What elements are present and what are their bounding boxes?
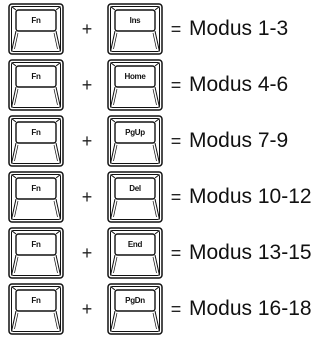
end-key: End <box>107 227 163 279</box>
keycap-outline <box>8 283 64 335</box>
end-key-label: End <box>127 239 143 249</box>
combo-row-3: Fn + PgUp = Modus 7-9 <box>0 115 328 167</box>
equals-sign: = <box>170 242 182 263</box>
combo-row-5: Fn + End = Modus 13-15 <box>0 227 328 279</box>
mode-result: Modus 16-18 <box>189 297 312 320</box>
combo-row-1: Fn + Ins = Modus 1-3 <box>0 3 328 55</box>
fn-key-label: Fn <box>31 127 41 137</box>
fn-key: Fn <box>8 283 64 335</box>
fn-key: Fn <box>8 3 64 55</box>
equals-sign: = <box>170 18 182 39</box>
fn-key-label: Fn <box>31 71 41 81</box>
keycap-outline <box>8 59 64 111</box>
plus-sign: + <box>81 18 93 39</box>
del-key: Del <box>107 171 163 223</box>
combo-row-2: Fn + Home = Modus 4-6 <box>0 59 328 111</box>
fn-key-label: Fn <box>31 183 41 193</box>
fn-key: Fn <box>8 115 64 167</box>
pgup-key-label: PgUp <box>125 127 145 137</box>
combo-row-6: Fn + PgDn = Modus 16-18 <box>0 283 328 335</box>
plus-sign: + <box>81 242 93 263</box>
keycap-outline <box>8 3 64 55</box>
plus-sign: + <box>81 74 93 95</box>
keycap-outline <box>107 171 163 223</box>
ins-key-label: Ins <box>129 15 141 25</box>
keycap-outline <box>8 171 64 223</box>
equals-sign: = <box>170 186 182 207</box>
fn-key: Fn <box>8 227 64 279</box>
equals-sign: = <box>170 298 182 319</box>
keycap-outline <box>107 283 163 335</box>
ins-key: Ins <box>107 3 163 55</box>
pgup-key: PgUp <box>107 115 163 167</box>
fn-key-label: Fn <box>31 295 41 305</box>
fn-key: Fn <box>8 171 64 223</box>
home-key: Home <box>107 59 163 111</box>
keycap-outline <box>8 115 64 167</box>
combo-row-4: Fn + Del = Modus 10-12 <box>0 171 328 223</box>
pgdn-key: PgDn <box>107 283 163 335</box>
equals-sign: = <box>170 74 182 95</box>
plus-sign: + <box>81 186 93 207</box>
fn-key: Fn <box>8 59 64 111</box>
keycap-outline <box>107 227 163 279</box>
keycap-outline <box>8 227 64 279</box>
keycap-outline <box>107 115 163 167</box>
home-key-label: Home <box>124 71 146 81</box>
equals-sign: = <box>170 130 182 151</box>
mode-result: Modus 7-9 <box>189 129 289 152</box>
mode-result: Modus 10-12 <box>189 185 312 208</box>
mode-result: Modus 13-15 <box>189 241 312 264</box>
fn-key-label: Fn <box>31 239 41 249</box>
fn-key-label: Fn <box>31 15 41 25</box>
pgdn-key-label: PgDn <box>125 295 145 305</box>
keycap-outline <box>107 3 163 55</box>
del-key-label: Del <box>129 183 141 193</box>
mode-result: Modus 4-6 <box>189 73 289 96</box>
plus-sign: + <box>81 298 93 319</box>
plus-sign: + <box>81 130 93 151</box>
keycap-outline <box>107 59 163 111</box>
mode-result: Modus 1-3 <box>189 17 289 40</box>
